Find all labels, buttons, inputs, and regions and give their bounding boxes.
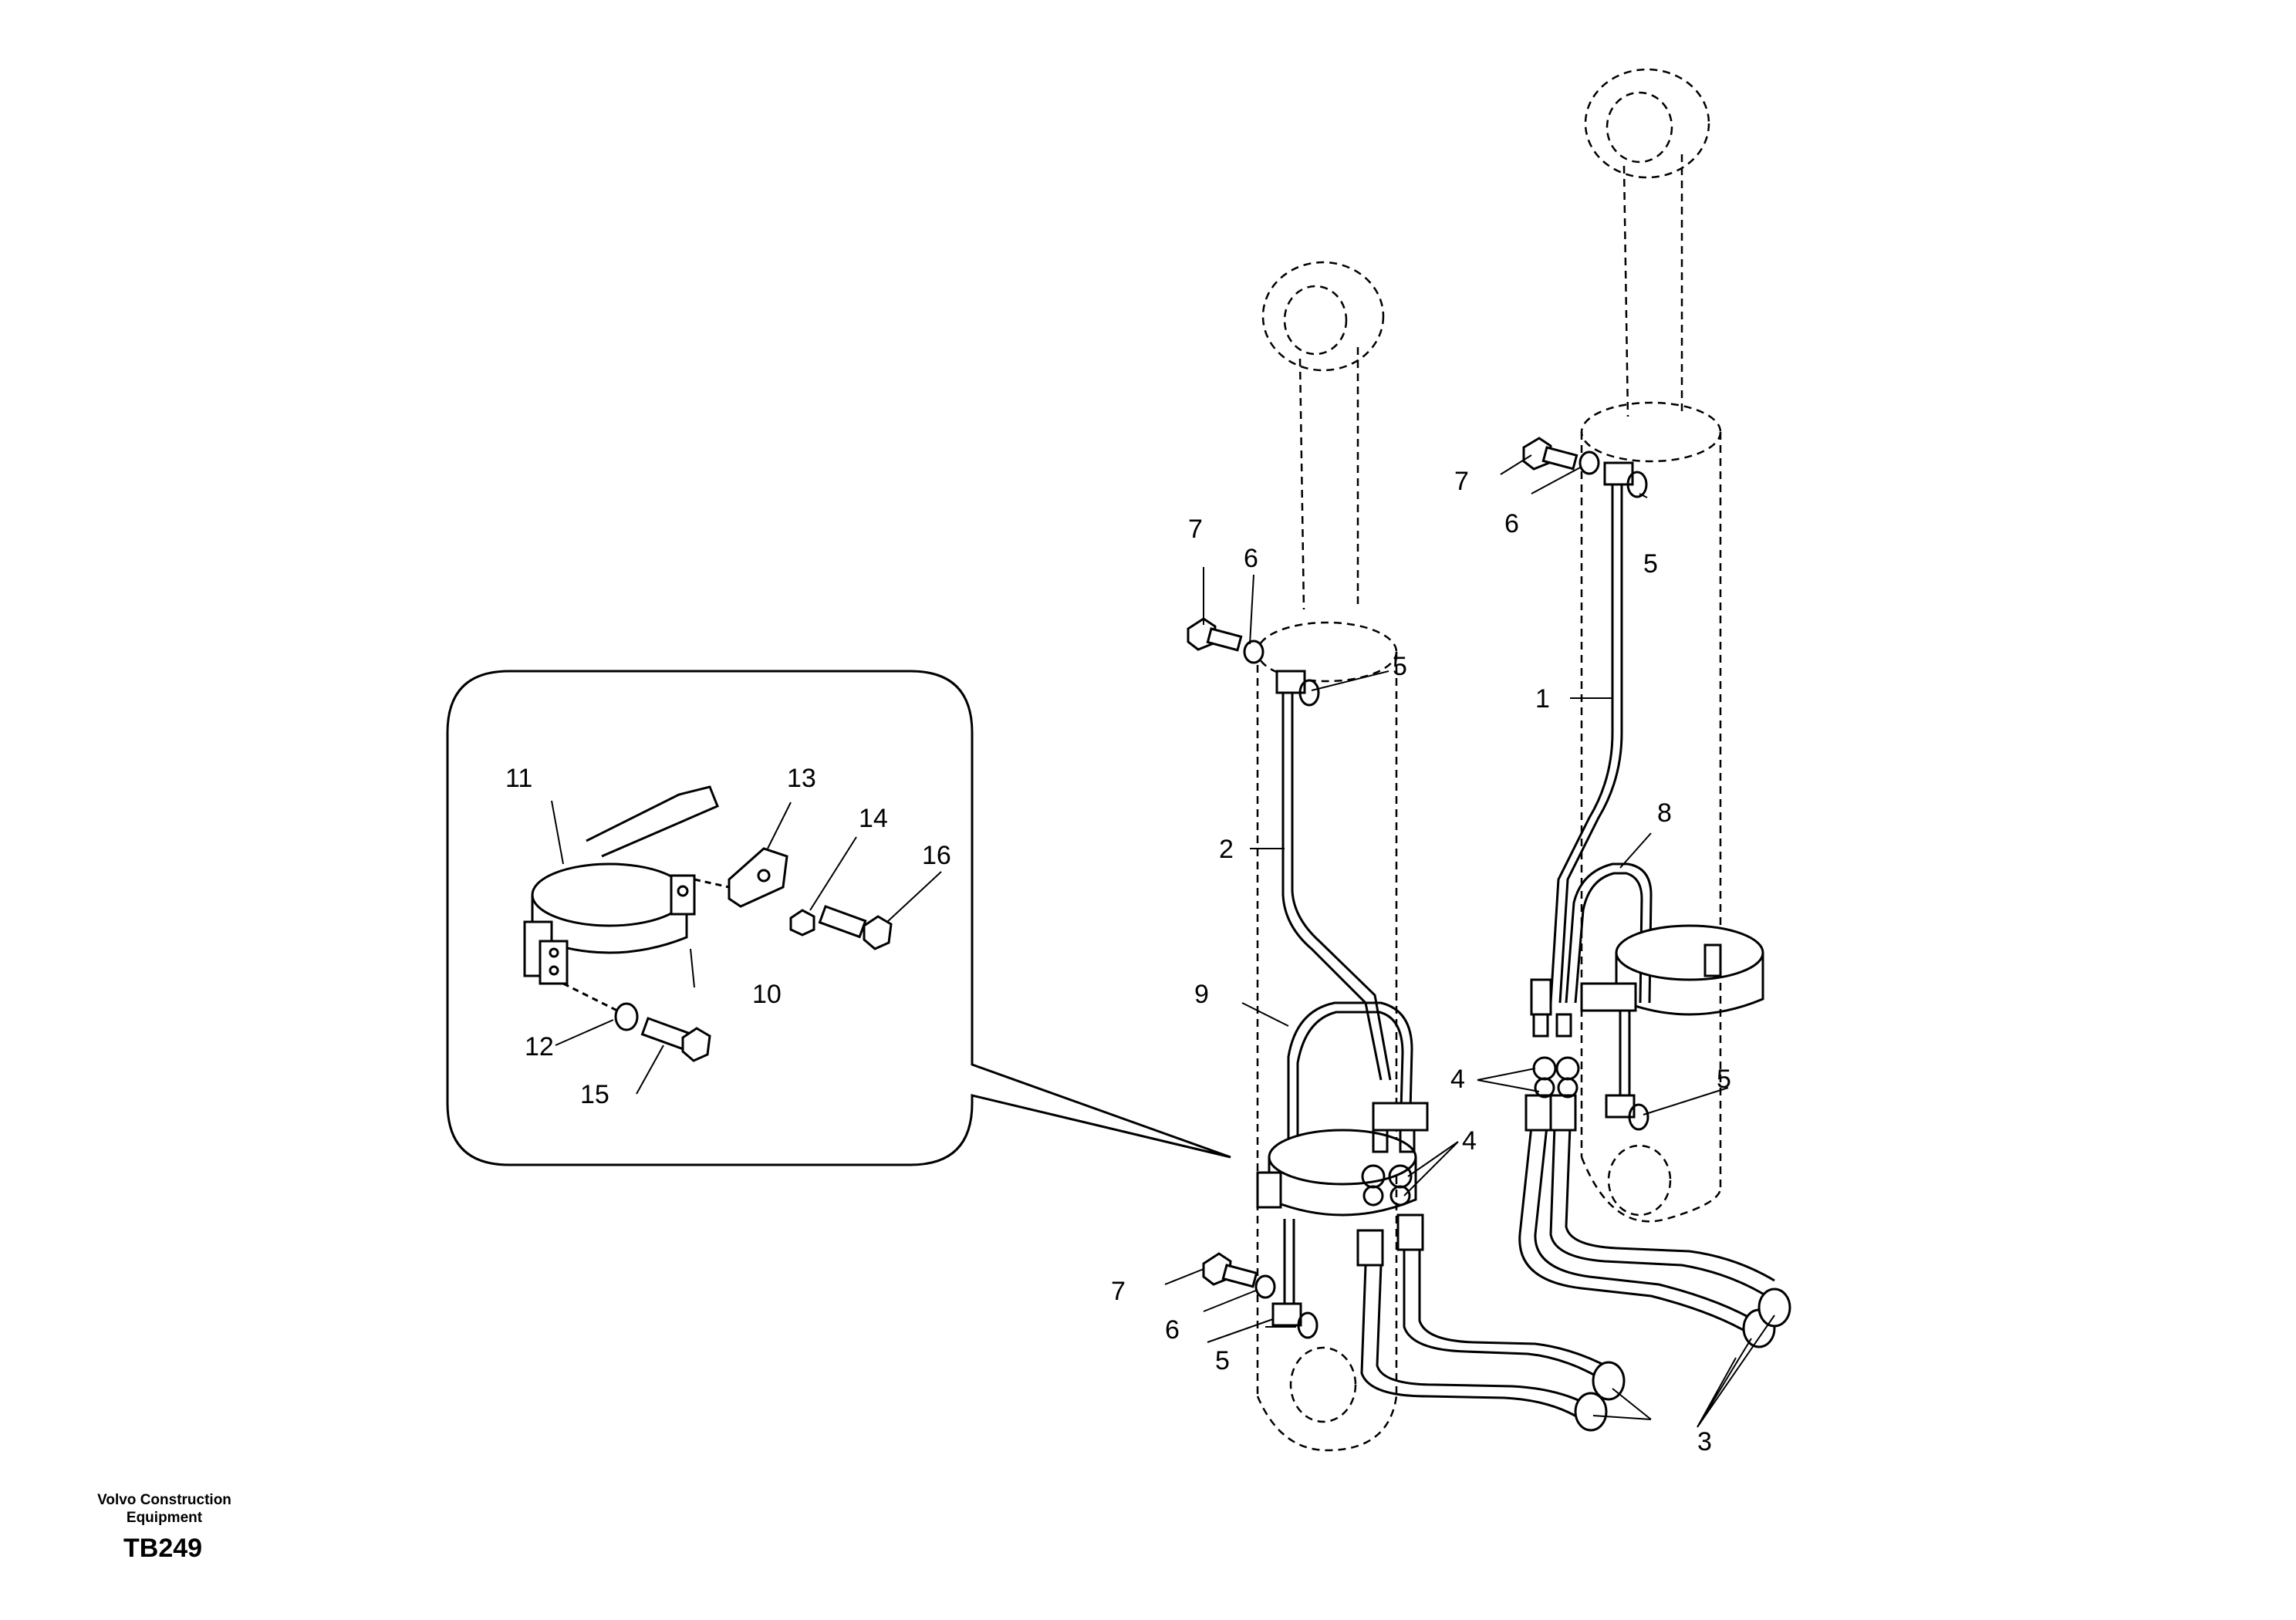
brand-line-1: Volvo Construction: [97, 1492, 231, 1508]
leader-lines: [551, 454, 1775, 1428]
bolts-and-washers: [1187, 437, 1600, 1299]
callout-5-upper-left: 5: [1393, 652, 1407, 681]
callout-4-upper: 4: [1450, 1065, 1465, 1094]
brand-line-2: Equipment: [127, 1510, 203, 1526]
detail-inset: [446, 670, 1231, 1166]
callout-6-upper-right: 6: [1504, 509, 1519, 538]
callout-5-upper-right: 5: [1643, 549, 1658, 579]
callout-5-lower-right: 5: [1717, 1065, 1731, 1094]
right-cylinder: [1580, 68, 1722, 1223]
callout-7-upper-left: 7: [1188, 515, 1203, 544]
callout-7-upper-right: 7: [1454, 467, 1469, 496]
callout-10: 10: [752, 980, 782, 1009]
callout-5-lower-left: 5: [1215, 1346, 1230, 1375]
footer: Volvo Construction Equipment TB249: [97, 1492, 231, 1563]
callout-2: 2: [1219, 835, 1234, 864]
callout-11: 11: [505, 764, 532, 793]
callout-6-lower-left: 6: [1165, 1315, 1180, 1345]
callout-9: 9: [1194, 980, 1209, 1009]
drawing-code: TB249: [123, 1534, 202, 1563]
callout-12: 12: [525, 1032, 554, 1061]
callout-14: 14: [859, 804, 888, 833]
callout-1: 1: [1535, 684, 1550, 714]
left-cylinder: [1256, 261, 1398, 1452]
callout-3-right: 3: [1697, 1427, 1712, 1456]
callout-4-lower: 4: [1462, 1126, 1477, 1156]
right-hoses: [1518, 1056, 1791, 1348]
callout-13: 13: [787, 764, 816, 793]
callout-16: 16: [922, 841, 951, 870]
left-pipe-assembly: [1256, 670, 1429, 1339]
callout-6-upper-left: 6: [1244, 544, 1258, 573]
callout-7-lower-left: 7: [1111, 1277, 1126, 1306]
callout-8: 8: [1657, 798, 1672, 828]
right-pipe-assembly: [1530, 461, 1764, 1131]
callouts: 1 2 3 4 4 5 5 5 5 6 6 6 7 7 7 8 9 10 11 …: [505, 467, 1731, 1456]
left-hoses: [1356, 1164, 1626, 1432]
callout-15: 15: [580, 1080, 609, 1109]
